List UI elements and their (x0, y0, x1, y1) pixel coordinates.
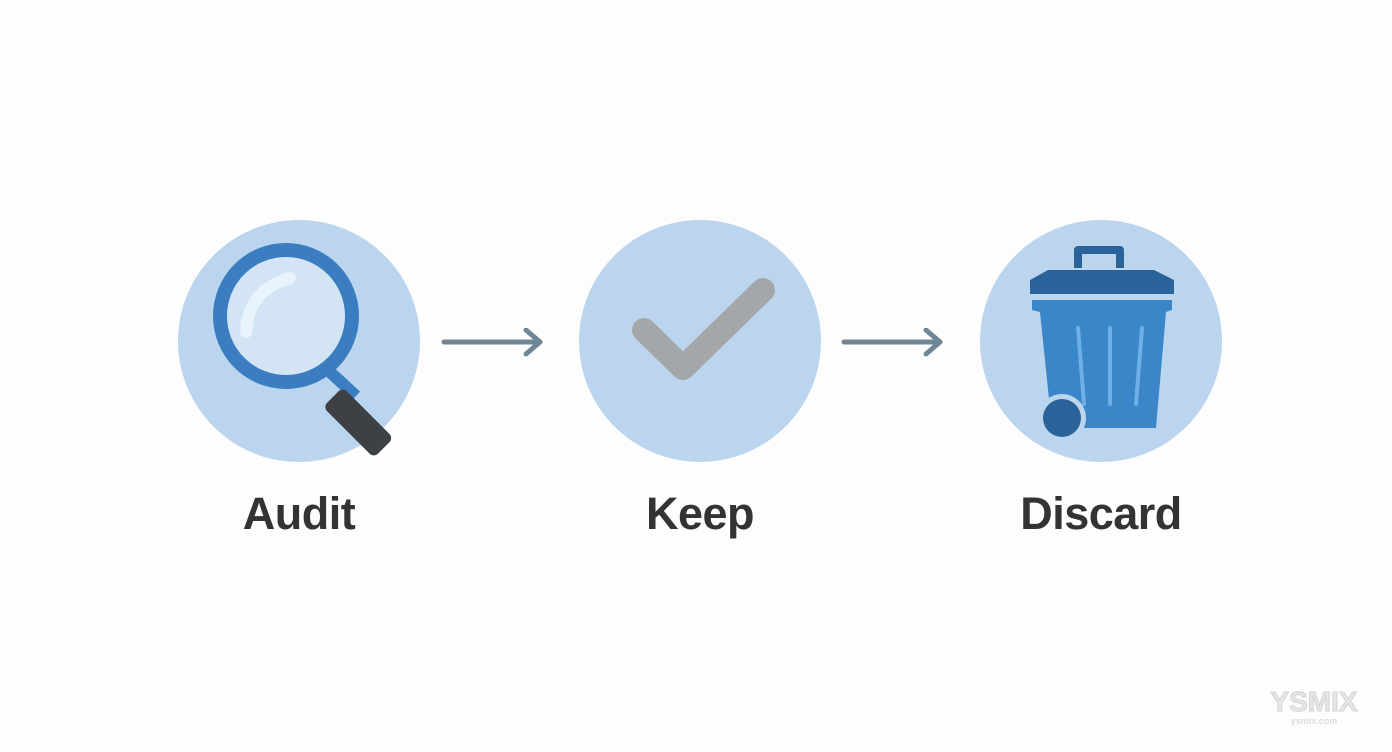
magnifying-glass-icon (213, 243, 392, 456)
watermark-text: YSMIX (1270, 686, 1358, 717)
checkmark-icon (632, 278, 775, 380)
keep-step-circle (579, 220, 821, 462)
right-arrow-icon (841, 328, 943, 357)
trash-can-icon (1030, 246, 1174, 442)
discard-step-circle (980, 220, 1222, 462)
audit-label: Audit (242, 488, 356, 539)
watermark-subtext: ysmix.com (1290, 716, 1338, 726)
watermark-logo: YSMIX ysmix.com (1268, 686, 1360, 730)
right-arrow-icon (441, 328, 543, 357)
audit-step-circle (178, 220, 420, 462)
discard-label: Discard (1020, 488, 1182, 539)
keep-label: Keep (645, 488, 755, 539)
